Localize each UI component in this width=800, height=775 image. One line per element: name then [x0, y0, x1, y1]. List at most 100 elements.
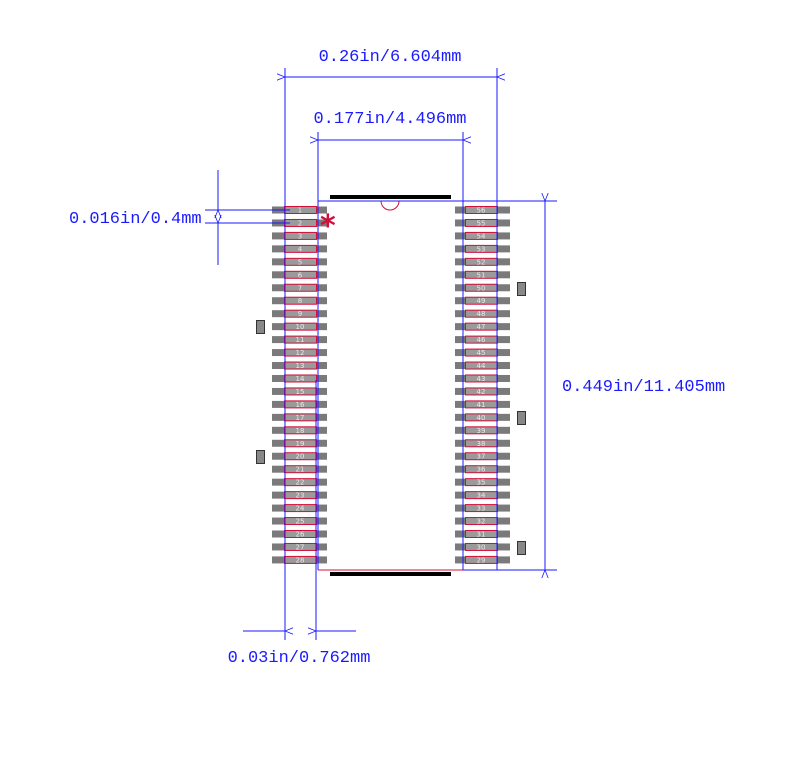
body-outline	[317, 200, 464, 571]
pin-number: 9	[298, 310, 302, 318]
pin-number: 38	[477, 440, 486, 448]
pin-number: 12	[296, 349, 305, 357]
pin-number: 26	[296, 531, 305, 539]
fiducial	[256, 450, 265, 464]
pin-number: 42	[477, 388, 486, 396]
pin-number: 28	[296, 556, 305, 564]
pin-number: 43	[477, 375, 486, 383]
pin-number: 18	[296, 427, 305, 435]
pin-number: 29	[477, 556, 486, 564]
dimension-lines	[205, 68, 557, 640]
pin-number: 20	[296, 453, 305, 461]
pin-number: 49	[477, 297, 486, 305]
pin-number: 48	[477, 310, 486, 318]
pin1-marker: *	[320, 209, 336, 244]
fiducial	[517, 411, 526, 425]
pad-left: 25	[272, 517, 327, 526]
pad-left: 18	[272, 426, 327, 435]
pad-left: 8	[272, 296, 327, 305]
pin-number: 40	[477, 414, 486, 422]
overall-width-label: 0.26in/6.604mm	[319, 48, 462, 67]
pin-number: 53	[477, 245, 486, 253]
pin-number: 23	[296, 492, 305, 500]
pin-number: 56	[477, 207, 486, 215]
pin-number: 13	[296, 362, 305, 370]
silkscreen-top	[330, 195, 451, 199]
pad-left: 24	[272, 504, 327, 513]
pin-number: 16	[296, 401, 305, 409]
pin-number: 47	[477, 323, 486, 331]
pad-left: 19	[272, 439, 327, 448]
pitch-label: 0.016in/0.4mm	[69, 210, 202, 229]
pad-left: 21	[272, 465, 327, 474]
pin-number: 6	[298, 271, 303, 279]
pin-number: 17	[296, 414, 305, 422]
pin-number: 30	[477, 543, 486, 551]
pin-number: 52	[477, 258, 486, 266]
length-label: 0.449in/11.405mm	[562, 378, 725, 397]
pad-left: 7	[272, 283, 327, 292]
pin-number: 4	[298, 245, 303, 253]
silkscreen-bottom	[330, 572, 451, 576]
pin-number: 35	[477, 479, 486, 487]
pin-number: 50	[477, 284, 486, 292]
pin-number: 31	[477, 531, 486, 539]
pad-left: 23	[272, 491, 327, 500]
pin-number: 46	[477, 336, 486, 344]
pad-left: 5	[272, 257, 327, 266]
pin-number: 19	[296, 440, 305, 448]
pin-number: 41	[477, 401, 486, 409]
pin-number: 2	[298, 219, 302, 227]
pad-left: 20	[272, 452, 327, 461]
pin-number: 44	[477, 362, 486, 370]
pad-left: 10	[272, 322, 327, 331]
pin-number: 11	[296, 336, 305, 344]
pad-left: 15	[272, 387, 327, 396]
pad-left: 28	[272, 555, 327, 564]
pin-number: 54	[477, 232, 486, 240]
pad-left: 13	[272, 361, 327, 370]
pin-number: 22	[296, 479, 305, 487]
pin-number: 7	[298, 284, 302, 292]
pin-number: 1	[298, 207, 302, 215]
fiducials	[256, 282, 526, 555]
body-width-label: 0.177in/4.496mm	[313, 110, 466, 129]
pin-number: 10	[296, 323, 305, 331]
pin-number: 27	[296, 543, 305, 551]
pad-left: 14	[272, 374, 327, 383]
pin-number: 51	[477, 271, 486, 279]
pin-number: 55	[477, 219, 486, 227]
pad-left: 12	[272, 348, 327, 357]
pin-number: 5	[298, 258, 302, 266]
pin-number: 33	[477, 505, 486, 513]
pin-number: 39	[477, 427, 486, 435]
pin-number: 36	[477, 466, 486, 474]
fiducial	[517, 282, 526, 296]
pin-number: 37	[477, 453, 486, 461]
pin-number: 34	[477, 492, 486, 500]
pad-left: 9	[272, 309, 327, 318]
pin-number: 25	[296, 518, 305, 526]
pin-number: 21	[296, 466, 305, 474]
fiducial	[256, 320, 265, 334]
pad-left: 11	[272, 335, 327, 344]
pin-number: 3	[298, 232, 302, 240]
pin-number: 14	[296, 375, 305, 383]
pad-left: 6	[272, 270, 327, 279]
pin-number: 32	[477, 518, 486, 526]
pad-width-label: 0.03in/0.762mm	[228, 649, 371, 668]
pad-left: 26	[272, 530, 327, 539]
pad-left: 22	[272, 478, 327, 487]
pin-number: 15	[296, 388, 305, 396]
pin-number: 8	[298, 297, 302, 305]
pad-left: 3	[272, 231, 327, 240]
pads-group: 1234567891011121314151617181920212223242…	[272, 206, 510, 564]
pad-left: 16	[272, 400, 327, 409]
pin1-notch	[380, 200, 400, 211]
pad-left: 17	[272, 413, 327, 422]
pin-number: 45	[477, 349, 486, 357]
pin-number: 24	[296, 505, 305, 513]
pad-left: 27	[272, 542, 327, 551]
fiducial	[517, 541, 526, 555]
